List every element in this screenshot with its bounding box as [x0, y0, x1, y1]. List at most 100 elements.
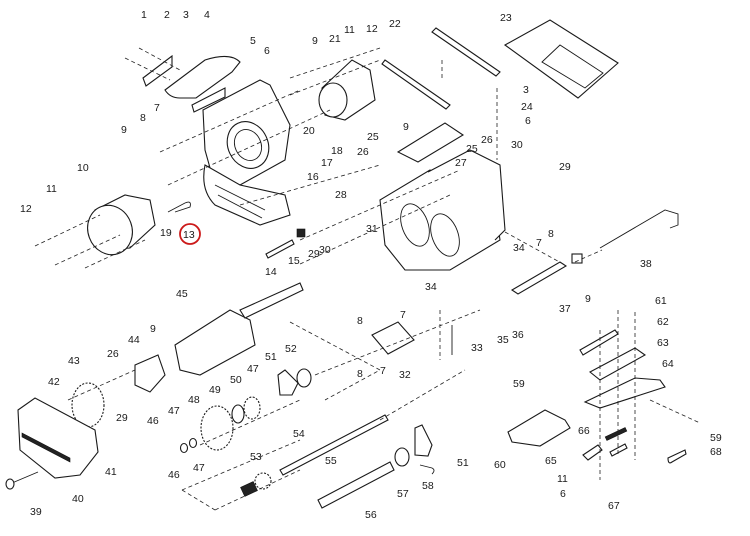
callout-43[interactable]: 43: [68, 355, 80, 367]
callout-14[interactable]: 14: [265, 266, 277, 278]
callout-3[interactable]: 3: [183, 9, 189, 21]
callout-9[interactable]: 9: [312, 35, 318, 47]
callout-9[interactable]: 9: [150, 323, 156, 335]
part-shaft-56: [317, 461, 395, 509]
callout-33[interactable]: 33: [471, 342, 483, 354]
callout-21[interactable]: 21: [329, 33, 341, 45]
callout-46[interactable]: 46: [168, 469, 180, 481]
callout-48[interactable]: 48: [188, 394, 200, 406]
callout-66[interactable]: 66: [578, 425, 590, 437]
callout-28[interactable]: 28: [335, 189, 347, 201]
callout-30[interactable]: 30: [511, 139, 523, 151]
callout-51[interactable]: 51: [265, 351, 277, 363]
callout-51[interactable]: 51: [457, 457, 469, 469]
callout-8[interactable]: 8: [357, 368, 363, 380]
callout-10[interactable]: 10: [77, 162, 89, 174]
callout-42[interactable]: 42: [48, 376, 60, 388]
callout-11[interactable]: 11: [46, 183, 57, 195]
callout-16[interactable]: 16: [307, 171, 319, 183]
callout-30[interactable]: 30: [319, 244, 331, 256]
callout-12[interactable]: 12: [366, 23, 378, 35]
callout-44[interactable]: 44: [128, 334, 140, 346]
callout-34[interactable]: 34: [425, 281, 437, 293]
callout-46[interactable]: 46: [147, 415, 159, 427]
callout-1[interactable]: 1: [141, 9, 147, 21]
callout-56[interactable]: 56: [365, 509, 377, 521]
callout-31[interactable]: 31: [366, 223, 378, 235]
callout-67[interactable]: 67: [608, 500, 620, 512]
callout-4[interactable]: 4: [204, 9, 210, 21]
callout-26[interactable]: 26: [357, 146, 369, 158]
callout-23[interactable]: 23: [500, 12, 512, 24]
callout-7[interactable]: 7: [154, 102, 160, 114]
callout-29[interactable]: 29: [559, 161, 571, 173]
callout-25[interactable]: 25: [466, 143, 478, 155]
callout-64[interactable]: 64: [662, 358, 674, 370]
callout-65[interactable]: 65: [545, 455, 557, 467]
callout-55[interactable]: 55: [325, 455, 337, 467]
callout-3[interactable]: 3: [523, 84, 529, 96]
callout-36[interactable]: 36: [512, 329, 524, 341]
callout-61[interactable]: 61: [655, 295, 667, 307]
callout-52[interactable]: 52: [285, 343, 297, 355]
callout-26[interactable]: 26: [107, 348, 119, 360]
callout-59[interactable]: 59: [710, 432, 722, 444]
callout-27[interactable]: 27: [455, 157, 467, 169]
callout-53[interactable]: 53: [250, 451, 262, 463]
callout-26[interactable]: 26: [481, 134, 493, 146]
callout-29[interactable]: 29: [116, 412, 128, 424]
callout-47[interactable]: 47: [193, 462, 205, 474]
callout-7[interactable]: 7: [380, 365, 386, 377]
callout-59[interactable]: 59: [513, 378, 525, 390]
callout-38[interactable]: 38: [640, 258, 652, 270]
callout-54[interactable]: 54: [293, 428, 305, 440]
callout-8[interactable]: 8: [548, 228, 554, 240]
callout-2[interactable]: 2: [164, 9, 170, 21]
callout-9[interactable]: 9: [121, 124, 127, 136]
callout-45[interactable]: 45: [176, 288, 188, 300]
callout-41[interactable]: 41: [105, 466, 117, 478]
part-shaft-45: [239, 282, 304, 319]
callout-6[interactable]: 6: [560, 488, 566, 500]
callout-8[interactable]: 8: [140, 112, 146, 124]
callout-39[interactable]: 39: [30, 506, 42, 518]
callout-47[interactable]: 47: [168, 405, 180, 417]
callout-12[interactable]: 12: [20, 203, 32, 215]
callout-11[interactable]: 11: [557, 473, 568, 485]
callout-24[interactable]: 24: [521, 101, 533, 113]
callout-5[interactable]: 5: [250, 35, 256, 47]
callout-13[interactable]: 13: [183, 229, 195, 241]
callout-6[interactable]: 6: [264, 45, 270, 57]
callout-57[interactable]: 57: [397, 488, 409, 500]
callout-35[interactable]: 35: [497, 334, 509, 346]
callout-25[interactable]: 25: [367, 131, 379, 143]
callout-7[interactable]: 7: [400, 309, 406, 321]
callout-50[interactable]: 50: [230, 374, 242, 386]
callout-32[interactable]: 32: [399, 369, 411, 381]
callout-17[interactable]: 17: [321, 157, 333, 169]
callout-58[interactable]: 58: [422, 480, 434, 492]
callout-9[interactable]: 9: [585, 293, 591, 305]
callout-47[interactable]: 47: [247, 363, 259, 375]
callout-62[interactable]: 62: [657, 316, 669, 328]
callout-7[interactable]: 7: [536, 237, 542, 249]
callout-19[interactable]: 19: [160, 227, 172, 239]
callout-18[interactable]: 18: [331, 145, 343, 157]
callout-68[interactable]: 68: [710, 446, 722, 458]
callout-63[interactable]: 63: [657, 337, 669, 349]
callout-40[interactable]: 40: [72, 493, 84, 505]
callout-20[interactable]: 20: [303, 125, 315, 137]
callout-22[interactable]: 22: [389, 18, 401, 30]
callout-34[interactable]: 34: [513, 242, 525, 254]
callout-8[interactable]: 8: [357, 315, 363, 327]
callout-15[interactable]: 15: [288, 255, 300, 267]
callout-11[interactable]: 11: [344, 24, 355, 36]
callout-37[interactable]: 37: [559, 303, 571, 315]
callout-49[interactable]: 49: [209, 384, 221, 396]
callout-9[interactable]: 9: [403, 121, 409, 133]
callout-60[interactable]: 60: [494, 459, 506, 471]
callout-6[interactable]: 6: [525, 115, 531, 127]
callout-29[interactable]: 29: [308, 248, 320, 260]
part-spring-15: [296, 228, 306, 238]
